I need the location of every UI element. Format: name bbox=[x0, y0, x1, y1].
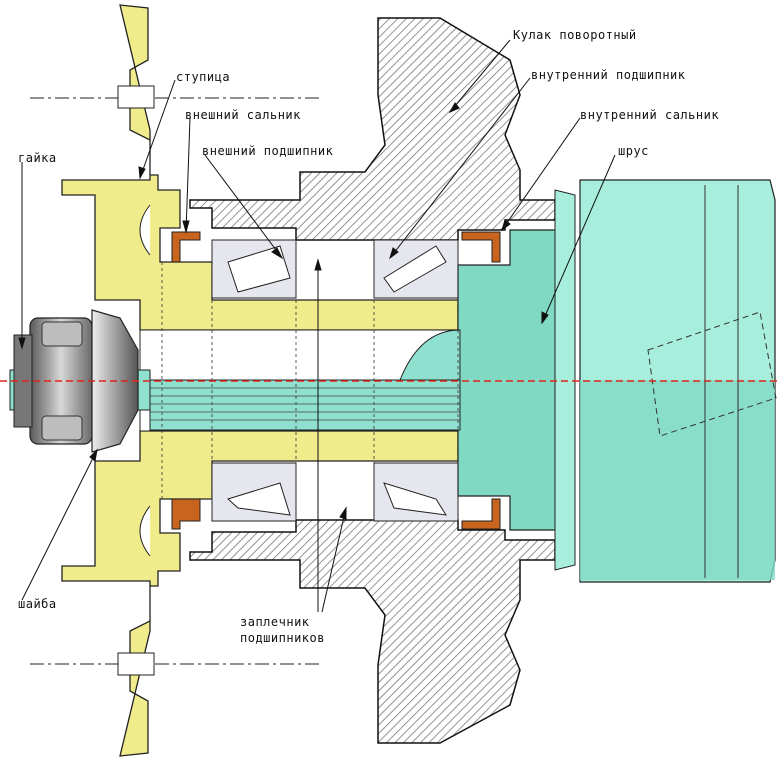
inner-seal bbox=[461, 231, 501, 530]
label-cv-joint: шрус bbox=[618, 144, 649, 158]
label-outer-seal: внешний сальник bbox=[185, 108, 301, 122]
label-hub: ступица bbox=[176, 70, 230, 84]
label-outer-bearing: внешний подшипник bbox=[202, 144, 334, 158]
outer-seal bbox=[171, 231, 201, 530]
label-washer: шайба bbox=[18, 597, 57, 611]
outer-bearing bbox=[211, 239, 297, 522]
label-inner-bearing: внутренний подшипник bbox=[531, 68, 686, 82]
label-knuckle: Кулак поворотный bbox=[513, 28, 637, 42]
hub bbox=[61, 4, 459, 757]
cv-joint bbox=[457, 179, 777, 583]
inner-bearing bbox=[373, 239, 459, 522]
label-shoulders-line2: подшипников bbox=[240, 631, 325, 645]
label-inner-seal: внутренний сальник bbox=[580, 108, 719, 122]
leader-lines bbox=[18, 39, 616, 613]
label-nut: гайка bbox=[18, 151, 57, 165]
label-shoulders-line1: заплечник bbox=[240, 615, 310, 629]
